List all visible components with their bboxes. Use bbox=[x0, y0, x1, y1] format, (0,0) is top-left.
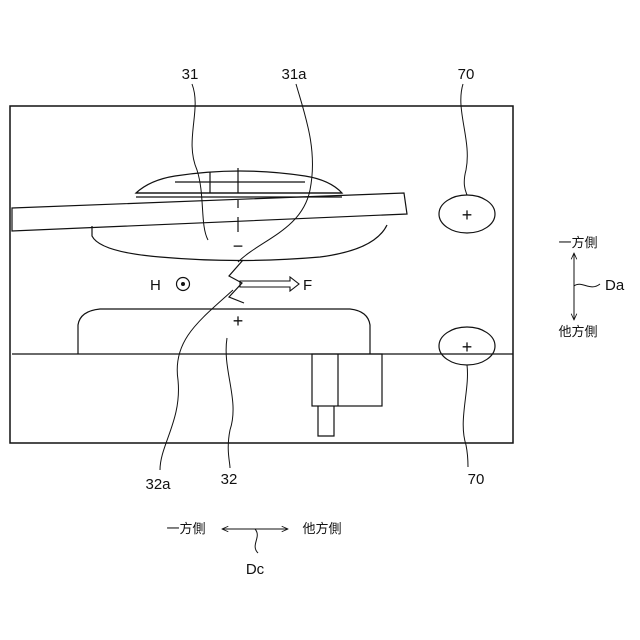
label-F: F bbox=[303, 277, 312, 294]
ref-31a: 31a bbox=[281, 66, 307, 83]
terminal-plus-bottom: + bbox=[462, 337, 473, 357]
terminal-plus-top: + bbox=[462, 205, 473, 225]
ref-70-top: 70 bbox=[458, 66, 475, 83]
lower-electrode-32 bbox=[12, 309, 513, 436]
ref-32a: 32a bbox=[145, 476, 171, 493]
Dc-leader bbox=[255, 529, 258, 553]
Da-other-side-label: 他方側 bbox=[558, 324, 597, 340]
housing-frame bbox=[10, 106, 513, 443]
ref-70-bottom: 70 bbox=[468, 471, 485, 488]
Dc-label: Dc bbox=[246, 561, 265, 578]
upper-electrode-31 bbox=[12, 168, 407, 261]
Dc-other-side-label: 他方側 bbox=[302, 521, 341, 537]
Da-label: Da bbox=[605, 277, 625, 294]
Dc-one-side-label: 一方側 bbox=[166, 521, 205, 537]
plus-sign: + bbox=[233, 311, 244, 331]
label-H: H bbox=[150, 277, 161, 294]
ref-32: 32 bbox=[221, 471, 238, 488]
leader-lines bbox=[160, 84, 468, 470]
minus-sign: − bbox=[233, 236, 244, 256]
force-arrow bbox=[240, 277, 299, 291]
Da-one-side-label: 一方側 bbox=[558, 235, 597, 251]
ref-31: 31 bbox=[182, 66, 199, 83]
Da-leader bbox=[574, 284, 600, 287]
